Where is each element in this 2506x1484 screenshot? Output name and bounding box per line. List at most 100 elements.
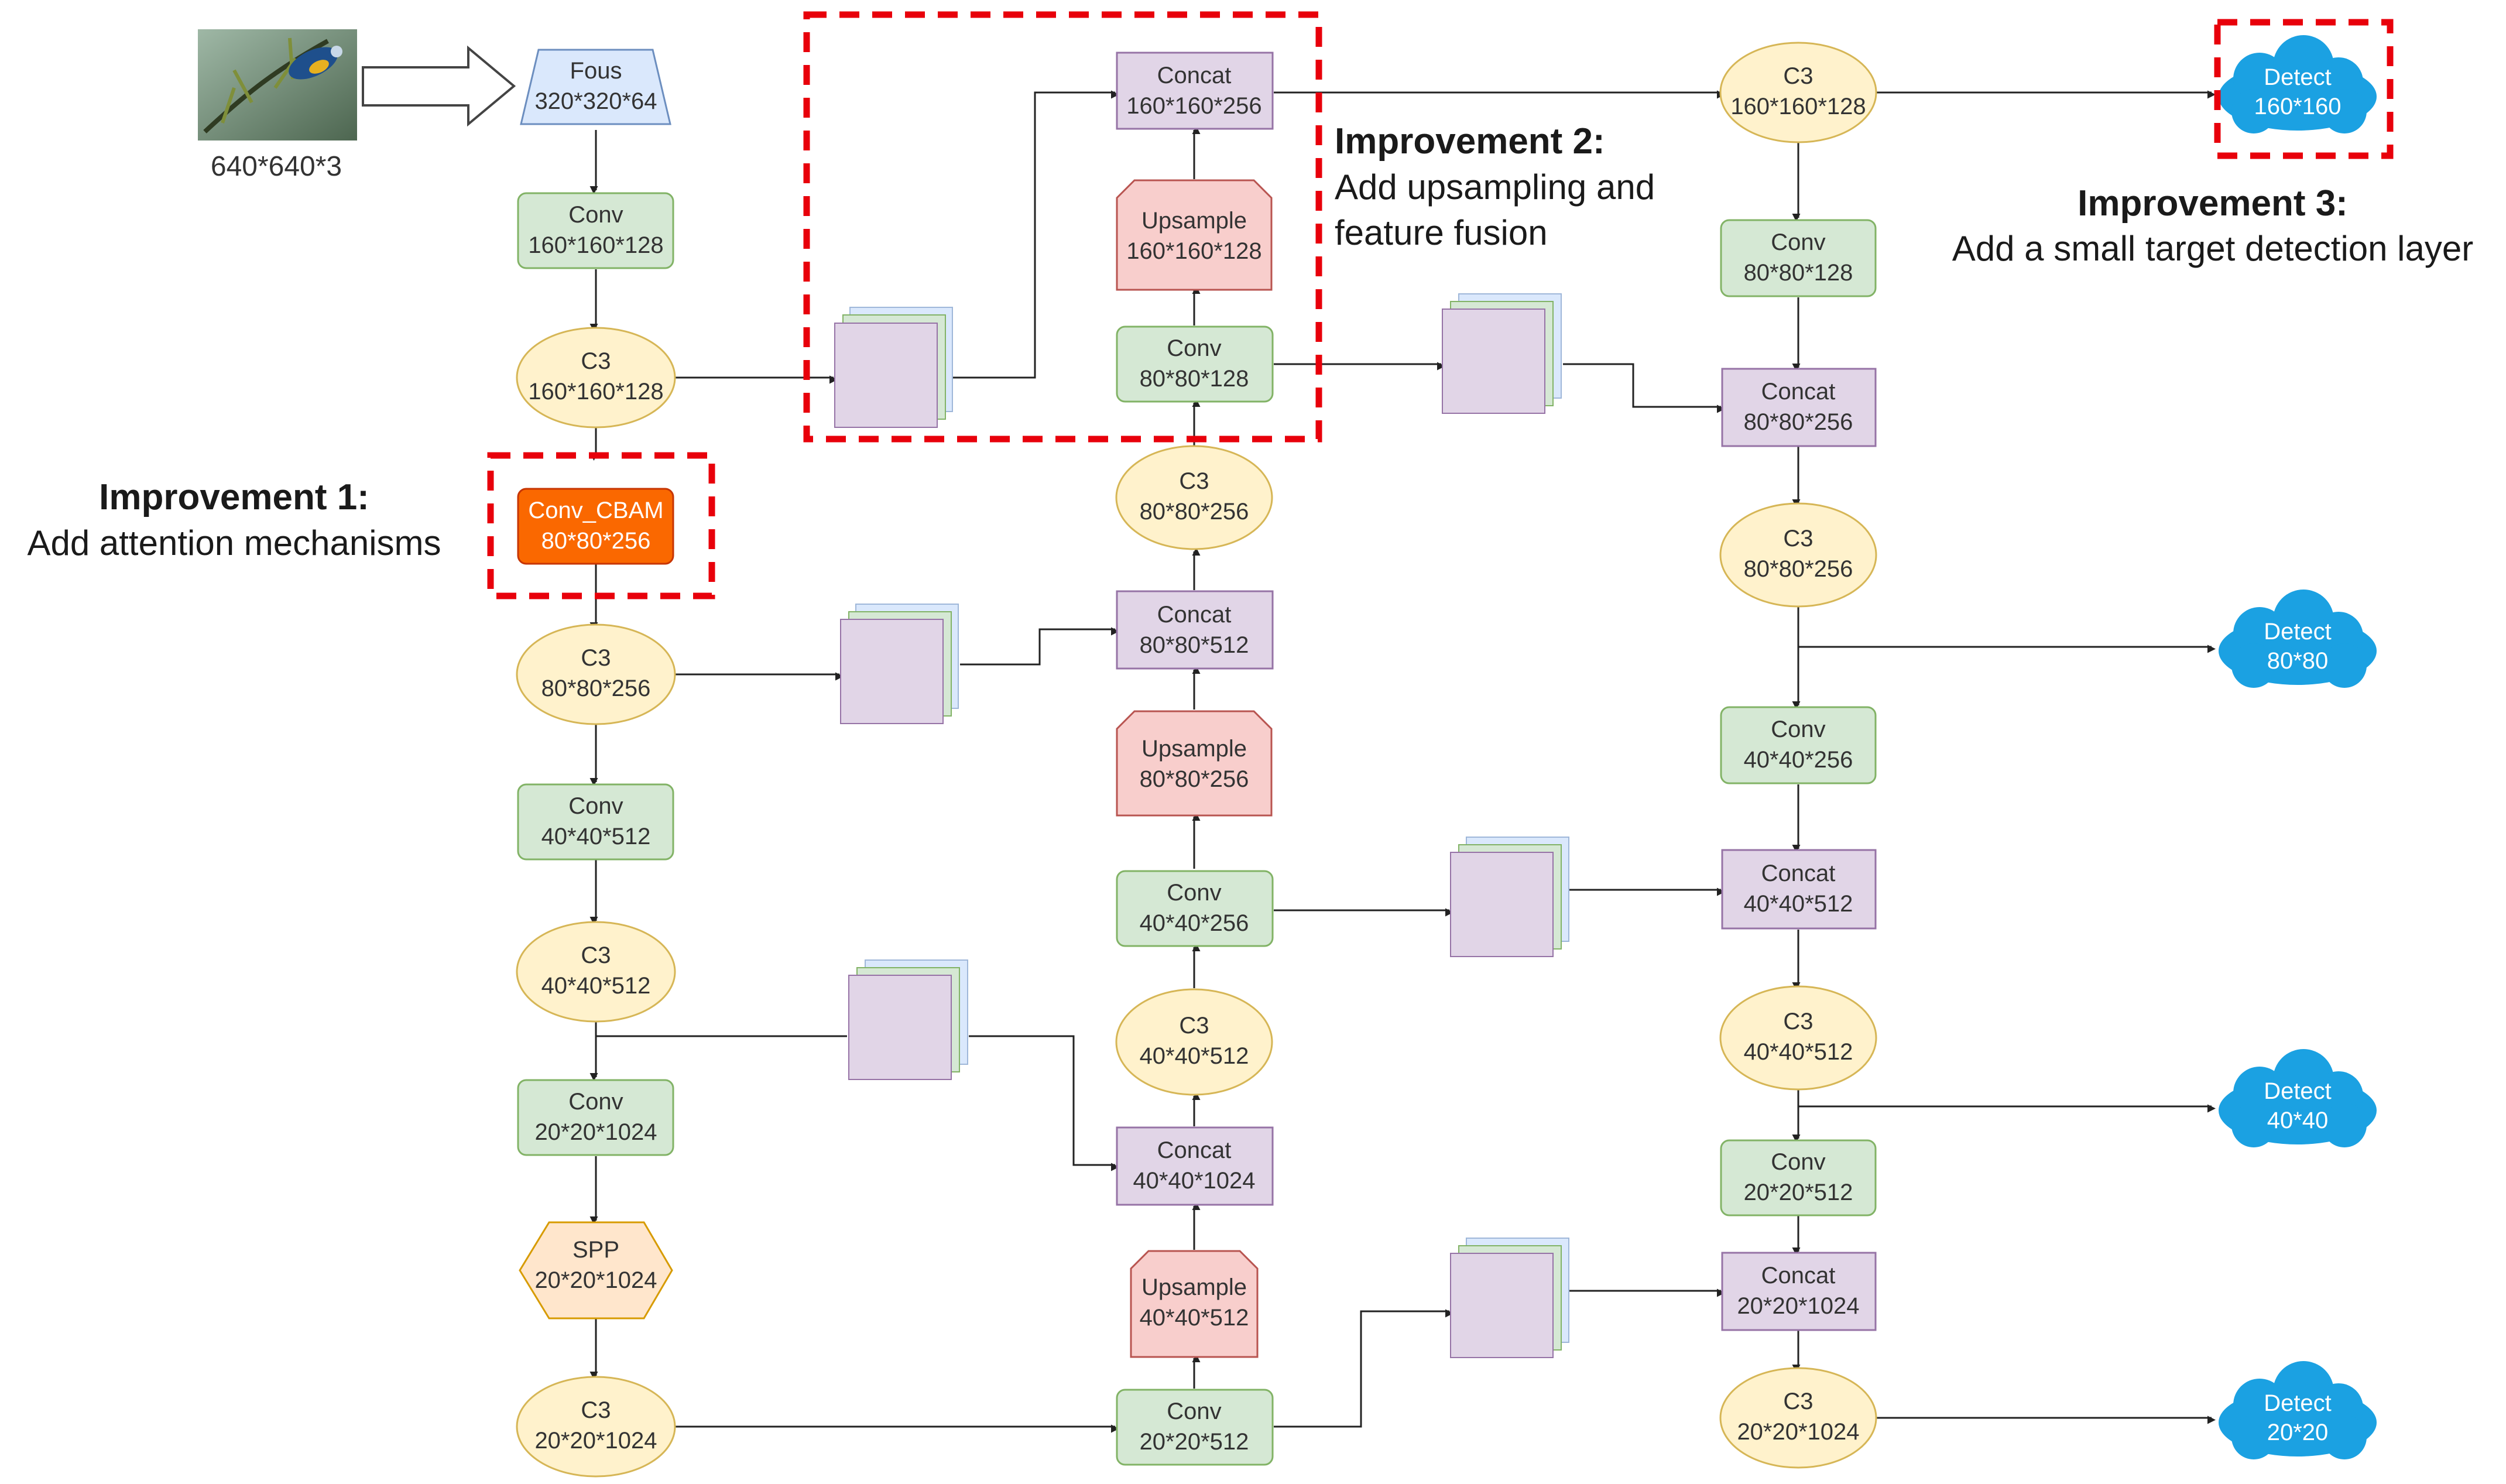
c3-p5-size: 20*20*1024 [1737,1419,1859,1445]
conv-b-node: Conv 40*40*256 [1116,870,1274,947]
conv-p2-node: Conv 80*80*128 [1720,219,1877,297]
upsample-a-name: Upsample [1141,208,1247,234]
upsample-c-shape [1130,1250,1259,1358]
c3-2-node: C3 80*80*256 [516,623,676,725]
feature-stack-3 [848,959,968,1080]
conv-cbam-size: 80*80*256 [541,528,651,554]
detect-40-cloud [2219,1049,2377,1147]
stack-1-front [834,323,938,428]
c3-2-name: C3 [581,645,611,671]
c3-b-name: C3 [1179,1013,1209,1039]
concat-b-name: Concat [1157,602,1232,628]
concat-p4-size: 40*40*512 [1744,891,1853,917]
feature-stack-1 [834,307,953,428]
conv-c-name: Conv [1167,1399,1221,1424]
conv3-size: 40*40*512 [541,824,651,849]
conv-a-shape [1116,325,1274,403]
conv-p3-size: 40*40*256 [1744,747,1853,773]
edge-stack1-concata [953,90,1119,379]
detect-80-size: 80*80 [2267,648,2329,674]
conv-c-node: Conv 20*20*512 [1116,1389,1274,1466]
c3-p3-name: C3 [1783,526,1813,551]
photo-bird [289,47,338,80]
conv-b-name: Conv [1167,880,1221,906]
c3-1-name: C3 [581,348,611,374]
conv-a-size: 80*80*128 [1140,366,1249,392]
conv4-node: Conv 20*20*1024 [517,1079,674,1156]
c3-p4-size: 40*40*512 [1744,1039,1853,1065]
detect-20-cloud [2219,1361,2377,1459]
c3-p3-size: 80*80*256 [1744,556,1853,582]
focus-node: Fous 320*320*64 [520,49,671,125]
concat-p3-size: 80*80*256 [1744,409,1853,435]
c3-1-shape [516,327,676,429]
conv-p2-name: Conv [1771,229,1825,255]
detect-160-node: Detect 160*160 [2219,35,2377,133]
c3-p2-size: 160*160*128 [1730,94,1866,119]
upsample-b-size: 80*80*256 [1140,766,1249,792]
c3-p2-name: C3 [1783,63,1813,89]
improvement-3-title: Improvement 3: [2078,183,2348,224]
conv4-name: Conv [568,1089,623,1115]
improvement-3-text: Add a small target detection layer [1952,229,2473,268]
conv-p4-name: Conv [1771,1149,1825,1175]
c3-p5-node: C3 20*20*1024 [1719,1367,1877,1469]
edges [589,90,2216,1433]
concat-b-node: Concat 80*80*512 [1116,590,1274,670]
conv4-shape [517,1079,674,1156]
c3-1-size: 160*160*128 [528,379,663,405]
detect-40-node: Detect 40*40 [2219,1049,2377,1147]
spp-shape [519,1221,673,1320]
c3-b-shape [1115,988,1273,1096]
conv1-size: 160*160*128 [528,232,663,258]
conv1-shape [517,192,674,269]
focus-size: 320*320*64 [534,88,657,114]
conv-p3-shape [1720,706,1877,784]
concat-p3-name: Concat [1761,379,1836,405]
concat-a-size: 160*160*256 [1126,93,1261,119]
concat-c-size: 40*40*1024 [1133,1168,1255,1194]
stack-5-front [1450,852,1554,957]
conv-b-size: 40*40*256 [1140,910,1249,936]
edge-stack2-concatb [960,627,1119,666]
c3-a-name: C3 [1179,468,1209,494]
c3-p4-name: C3 [1783,1009,1813,1034]
edge-convc-stack6 [1274,1309,1453,1428]
feature-stack-4 [1442,293,1562,414]
stack-2-front [840,619,944,724]
feature-stack-2 [840,604,959,724]
upsample-b-name: Upsample [1141,736,1247,762]
improvement-3-highlight [2214,19,2394,159]
detect-20-name: Detect [2264,1390,2332,1416]
upsample-a-shape [1116,179,1273,291]
concat-p3-shape [1721,368,1877,447]
detect-80-name: Detect [2264,619,2332,645]
c3-p3-shape [1719,502,1877,608]
detect-80-node: Detect 80*80 [2219,590,2377,688]
c3-p2-node: C3 160*160*128 [1719,42,1877,143]
improvement-2-line-2: feature fusion [1335,213,1548,252]
stack-3-front [848,975,952,1080]
upsample-a-size: 160*160*128 [1126,238,1261,264]
concat-p4-name: Concat [1761,861,1836,886]
c3-2-size: 80*80*256 [541,676,651,701]
improvement-1-highlight [487,452,715,599]
conv4-size: 20*20*1024 [534,1119,657,1145]
c3-3-size: 40*40*512 [541,973,651,999]
conv-c-shape [1116,1389,1274,1466]
conv-p2-shape [1720,219,1877,297]
conv-cbam-node: Conv_CBAM 80*80*256 [517,488,674,565]
c3-4-name: C3 [581,1397,611,1423]
improvement-2-line-1: Add upsampling and [1335,167,1655,207]
upsample-c-name: Upsample [1141,1274,1247,1300]
c3-p2-shape [1719,42,1877,143]
c3-4-size: 20*20*1024 [534,1428,657,1454]
concat-p4-shape [1721,849,1877,930]
concat-c-shape [1116,1126,1274,1206]
improvement-1-text: Add attention mechanisms [27,523,441,563]
conv-p4-node: Conv 20*20*512 [1720,1139,1877,1216]
stack-4-front [1442,309,1545,414]
c3-p5-name: C3 [1783,1389,1813,1414]
c3-4-shape [516,1376,676,1478]
concat-p4-node: Concat 40*40*512 [1721,849,1877,930]
